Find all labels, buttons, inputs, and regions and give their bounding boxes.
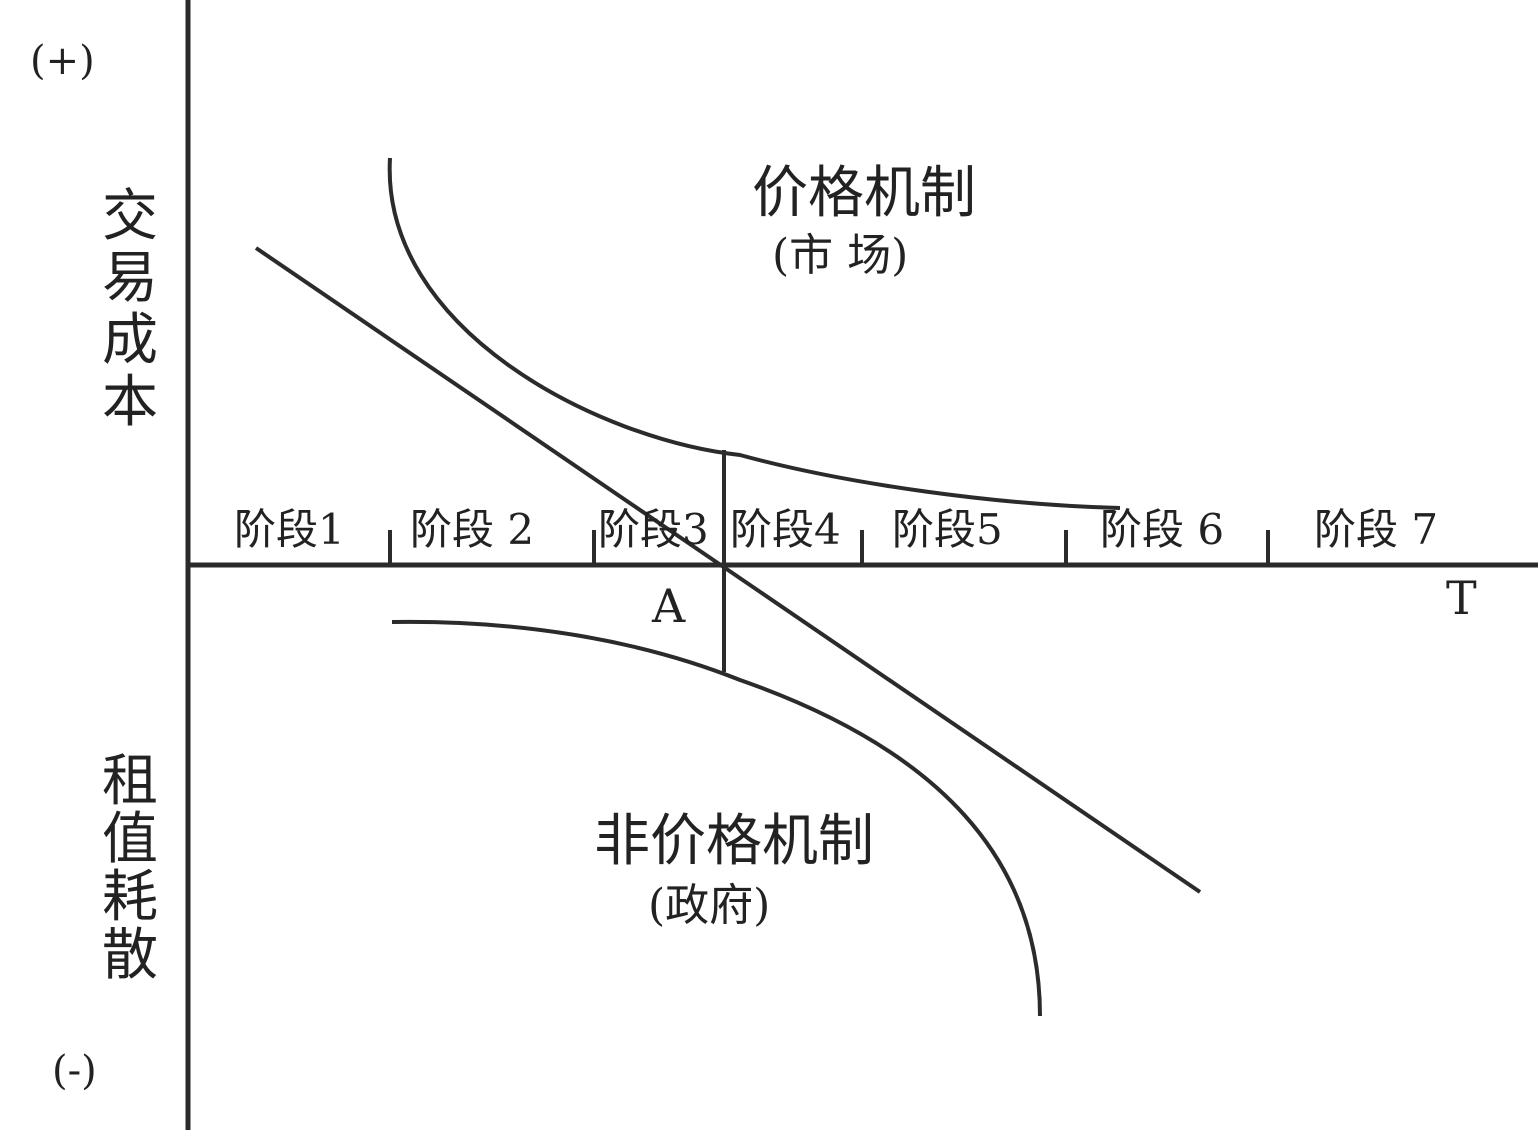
stage-label-5: 阶段5 bbox=[892, 505, 1003, 554]
y-axis-lower-label: 租值耗散 bbox=[102, 749, 158, 988]
intersection-label: A bbox=[651, 579, 686, 633]
lower-region-subtitle: (政府) bbox=[648, 880, 770, 931]
x-axis-label: T bbox=[1446, 571, 1477, 625]
y-axis-upper-label: 交易成本 bbox=[102, 184, 158, 435]
stage-label-6: 阶段 6 bbox=[1100, 505, 1224, 554]
stage-label-3: 阶段3 bbox=[598, 505, 709, 554]
lower-region-title: 非价格机制 bbox=[594, 809, 874, 874]
y-axis-top-sign: (+) bbox=[30, 38, 95, 84]
diagonal-line bbox=[254, 246, 1202, 894]
stage-label-1: 阶段1 bbox=[234, 505, 345, 554]
lower-curve bbox=[391, 619, 1042, 1017]
stage-label-7: 阶段 7 bbox=[1314, 505, 1438, 554]
stage-label-2: 阶段 2 bbox=[410, 505, 534, 554]
y-axis-bottom-sign: (-) bbox=[52, 1048, 97, 1094]
stage-label-4: 阶段4 bbox=[730, 505, 841, 554]
upper-region-subtitle: (市 场) bbox=[772, 230, 908, 281]
upper-curve bbox=[387, 157, 1121, 510]
upper-region-title: 价格机制 bbox=[752, 161, 976, 226]
